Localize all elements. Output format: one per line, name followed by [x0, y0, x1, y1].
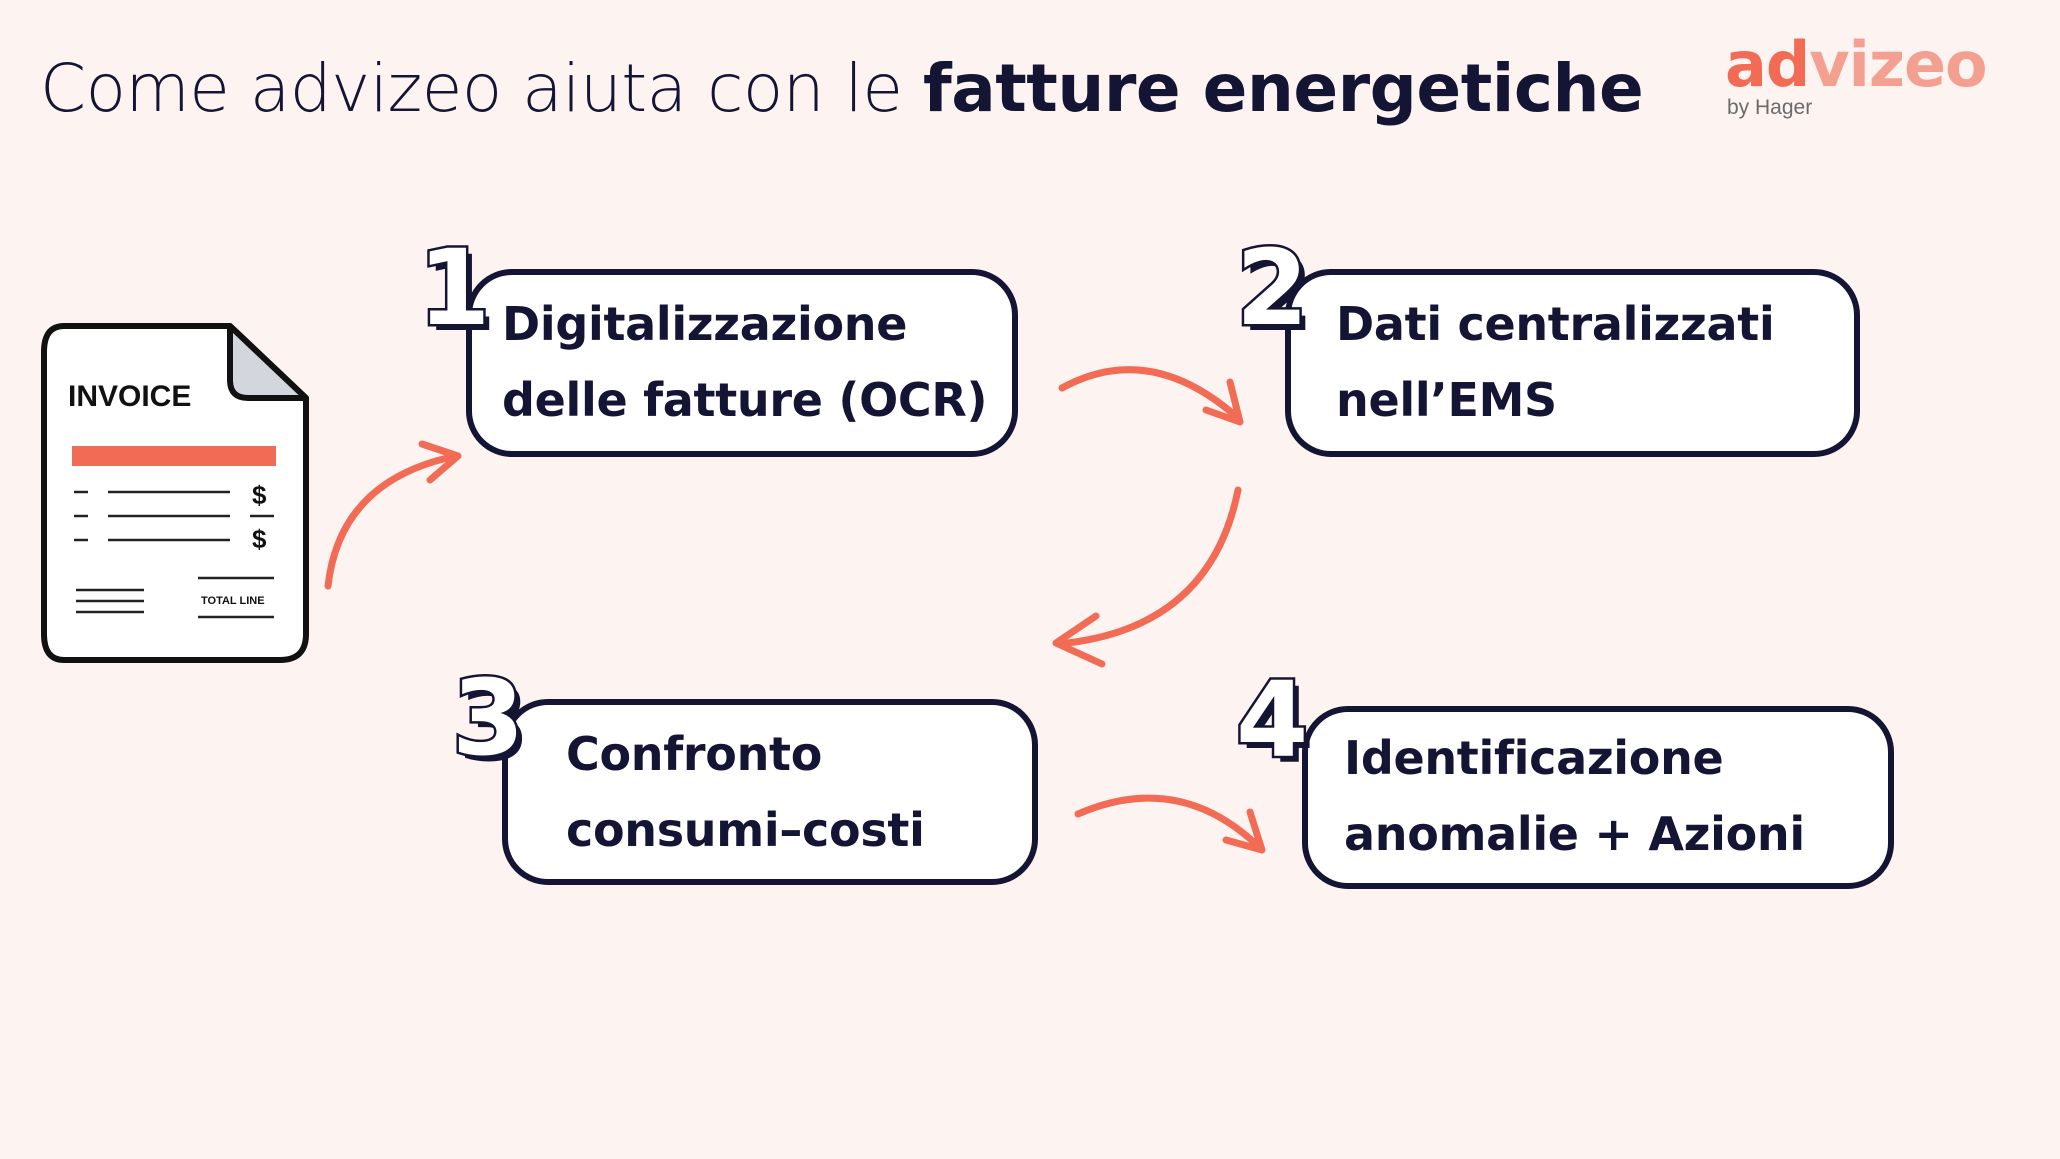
svg-text:$: $ — [252, 480, 267, 510]
arrow-step2-to-step3 — [1054, 486, 1242, 648]
step-2-label-line1: Dati centralizzati — [1336, 297, 1775, 351]
step-4-label-line1: Identificazione — [1344, 731, 1724, 785]
step-3-card — [502, 699, 1038, 885]
invoice-document-icon: INVOICE $ $ TOTAL LINE — [40, 322, 312, 666]
step-1-label-line1: Digitalizzazione — [502, 297, 908, 351]
step-4-card — [1302, 706, 1894, 889]
logo-subtitle: by Hager — [1727, 96, 1813, 119]
page-title: Come advizeo aiuta con le fatture energe… — [40, 50, 1644, 127]
invoice-heading: INVOICE — [68, 380, 191, 413]
step-2-label-line2: nell’EMS — [1336, 373, 1557, 427]
title-regular: Come advizeo aiuta con le — [40, 50, 923, 127]
step-4-number-badge: 4 — [1233, 659, 1310, 781]
step-1-number-badge: 1 — [415, 227, 492, 349]
step-2-card — [1285, 269, 1860, 457]
logo-word-solid: ad — [1725, 28, 1810, 101]
step-1-card — [466, 269, 1018, 457]
advizeo-logo: advizeo by Hager — [1725, 30, 2025, 130]
arrow-invoice-to-step1 — [324, 452, 460, 590]
svg-text:$: $ — [252, 524, 267, 554]
step-3-label-line1: Confronto — [566, 727, 823, 781]
svg-text:TOTAL LINE: TOTAL LINE — [201, 595, 265, 607]
step-1-label-line2: delle fatture (OCR) — [502, 373, 988, 427]
step-3-label-line2: consumi–costi — [566, 803, 925, 857]
step-4-label-line2: anomalie + Azioni — [1344, 807, 1805, 861]
arrow-step3-to-step4 — [1074, 794, 1264, 852]
arrow-step1-to-step2 — [1058, 366, 1242, 422]
title-bold: fatture energetiche — [923, 50, 1644, 127]
logo-wordmark: advizeo — [1725, 28, 1988, 101]
step-2-number-badge: 2 — [1233, 227, 1310, 349]
logo-word-hatched: vizeo — [1809, 28, 1987, 101]
step-3-number-badge: 3 — [449, 657, 526, 779]
